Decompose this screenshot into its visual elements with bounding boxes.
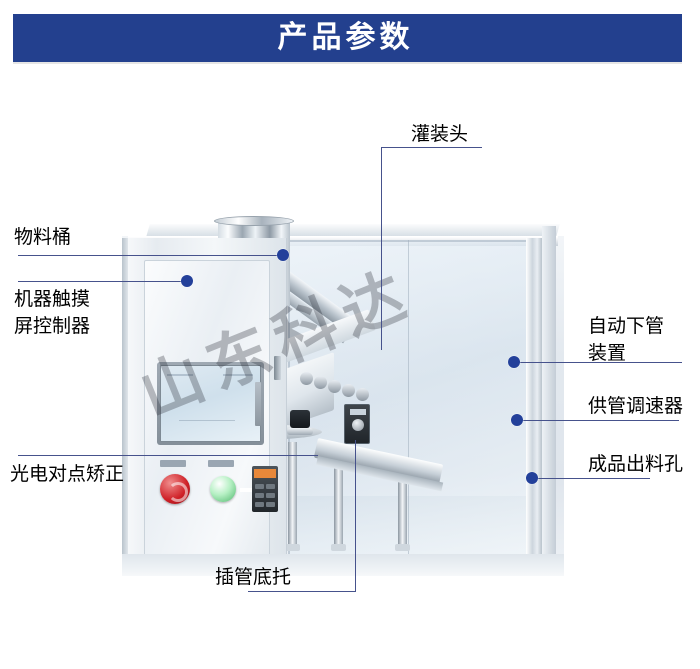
callout-label-bottom-holder: 插管底托 — [215, 566, 292, 588]
hmi-screen-surface[interactable] — [160, 365, 261, 442]
leader-line-bottom-holder-h — [248, 591, 356, 592]
callout-dot-speed-governor — [511, 414, 523, 426]
page-title: 产品参数 — [277, 20, 414, 55]
keypad-key[interactable] — [255, 502, 264, 507]
governor-display — [350, 409, 366, 415]
feed-roller — [314, 376, 327, 389]
callout-label-product-outlet: 成品出料孔 — [588, 453, 684, 475]
page-header-banner: 产品参数 — [13, 14, 682, 62]
machine-base-plinth — [122, 554, 564, 576]
leader-line-bottom-holder-v — [355, 440, 356, 592]
callout-label-auto-tube-feeder: 自动下管 装置 — [588, 315, 665, 364]
counter-display — [254, 469, 276, 478]
machine-photo: 山东科达 — [122, 176, 564, 576]
control-cabinet — [128, 238, 287, 576]
callout-label-speed-governor: 供管调速器 — [588, 395, 684, 417]
leader-line-product-outlet — [536, 478, 650, 479]
leg-foot — [285, 544, 300, 551]
leader-line-touchscreen — [18, 281, 186, 282]
sealing-head — [290, 410, 310, 428]
material-hopper-rim — [214, 216, 294, 226]
start-button[interactable] — [210, 476, 236, 502]
tube-speed-governor-unit — [344, 404, 370, 444]
support-leg — [288, 442, 297, 546]
support-leg — [398, 462, 407, 546]
leader-line-material-hopper — [18, 255, 282, 256]
feed-roller — [328, 380, 341, 393]
glass-mullion-mid — [408, 240, 409, 574]
leader-line-photoelectric — [18, 455, 318, 456]
keypad-key[interactable] — [266, 493, 275, 498]
keypad-key[interactable] — [255, 493, 264, 498]
callout-label-photoelectric: 光电对点矫正 — [10, 463, 125, 485]
tube-holder-collar — [287, 428, 313, 435]
product-diagram: 山东科达 灌装头 物料桶 机器触摸 屏控制器 光电对点矫正 自动下管 装置 供管… — [0, 70, 700, 669]
hmi-side-keys[interactable] — [255, 382, 261, 426]
emergency-stop-button[interactable] — [160, 474, 190, 504]
callout-dot-touchscreen — [181, 275, 193, 287]
leader-line-auto-tube-feeder — [518, 362, 682, 363]
callout-dot-auto-tube-feeder — [508, 356, 520, 368]
support-leg — [334, 452, 343, 546]
hmi-text-line — [179, 420, 235, 421]
button-label-plate — [160, 460, 186, 467]
hmi-text-line — [223, 374, 253, 376]
hmi-touchscreen[interactable] — [157, 362, 264, 445]
machine-frame-right-post-outer — [542, 226, 556, 576]
cabinet-latch[interactable] — [274, 356, 281, 380]
leader-line-speed-governor — [521, 420, 679, 421]
feed-roller — [300, 372, 313, 385]
callout-dot-product-outlet — [526, 472, 538, 484]
digital-counter-keypad[interactable] — [252, 466, 278, 512]
feed-roller — [356, 388, 369, 401]
leader-line-filling-head-v — [381, 147, 382, 350]
callout-label-touchscreen: 机器触摸 屏控制器 — [14, 288, 91, 337]
glass-mullion-top — [288, 240, 526, 242]
keypad-key[interactable] — [266, 502, 275, 507]
button-label-plate — [208, 460, 234, 467]
machine-frame-right-post — [526, 238, 542, 576]
callout-label-material-hopper: 物料桶 — [14, 226, 72, 248]
callout-dot-material-hopper — [277, 249, 289, 261]
keypad-key[interactable] — [266, 484, 275, 489]
keypad-key[interactable] — [255, 484, 264, 489]
leg-foot — [331, 544, 346, 551]
feed-roller — [342, 384, 355, 397]
leg-foot — [395, 544, 410, 551]
callout-label-filling-head: 灌装头 — [411, 123, 469, 145]
hmi-text-line — [167, 374, 193, 376]
machine-frame-left-edge — [122, 238, 131, 576]
indicator-strip — [240, 488, 262, 492]
leader-line-filling-head-h — [381, 147, 482, 148]
